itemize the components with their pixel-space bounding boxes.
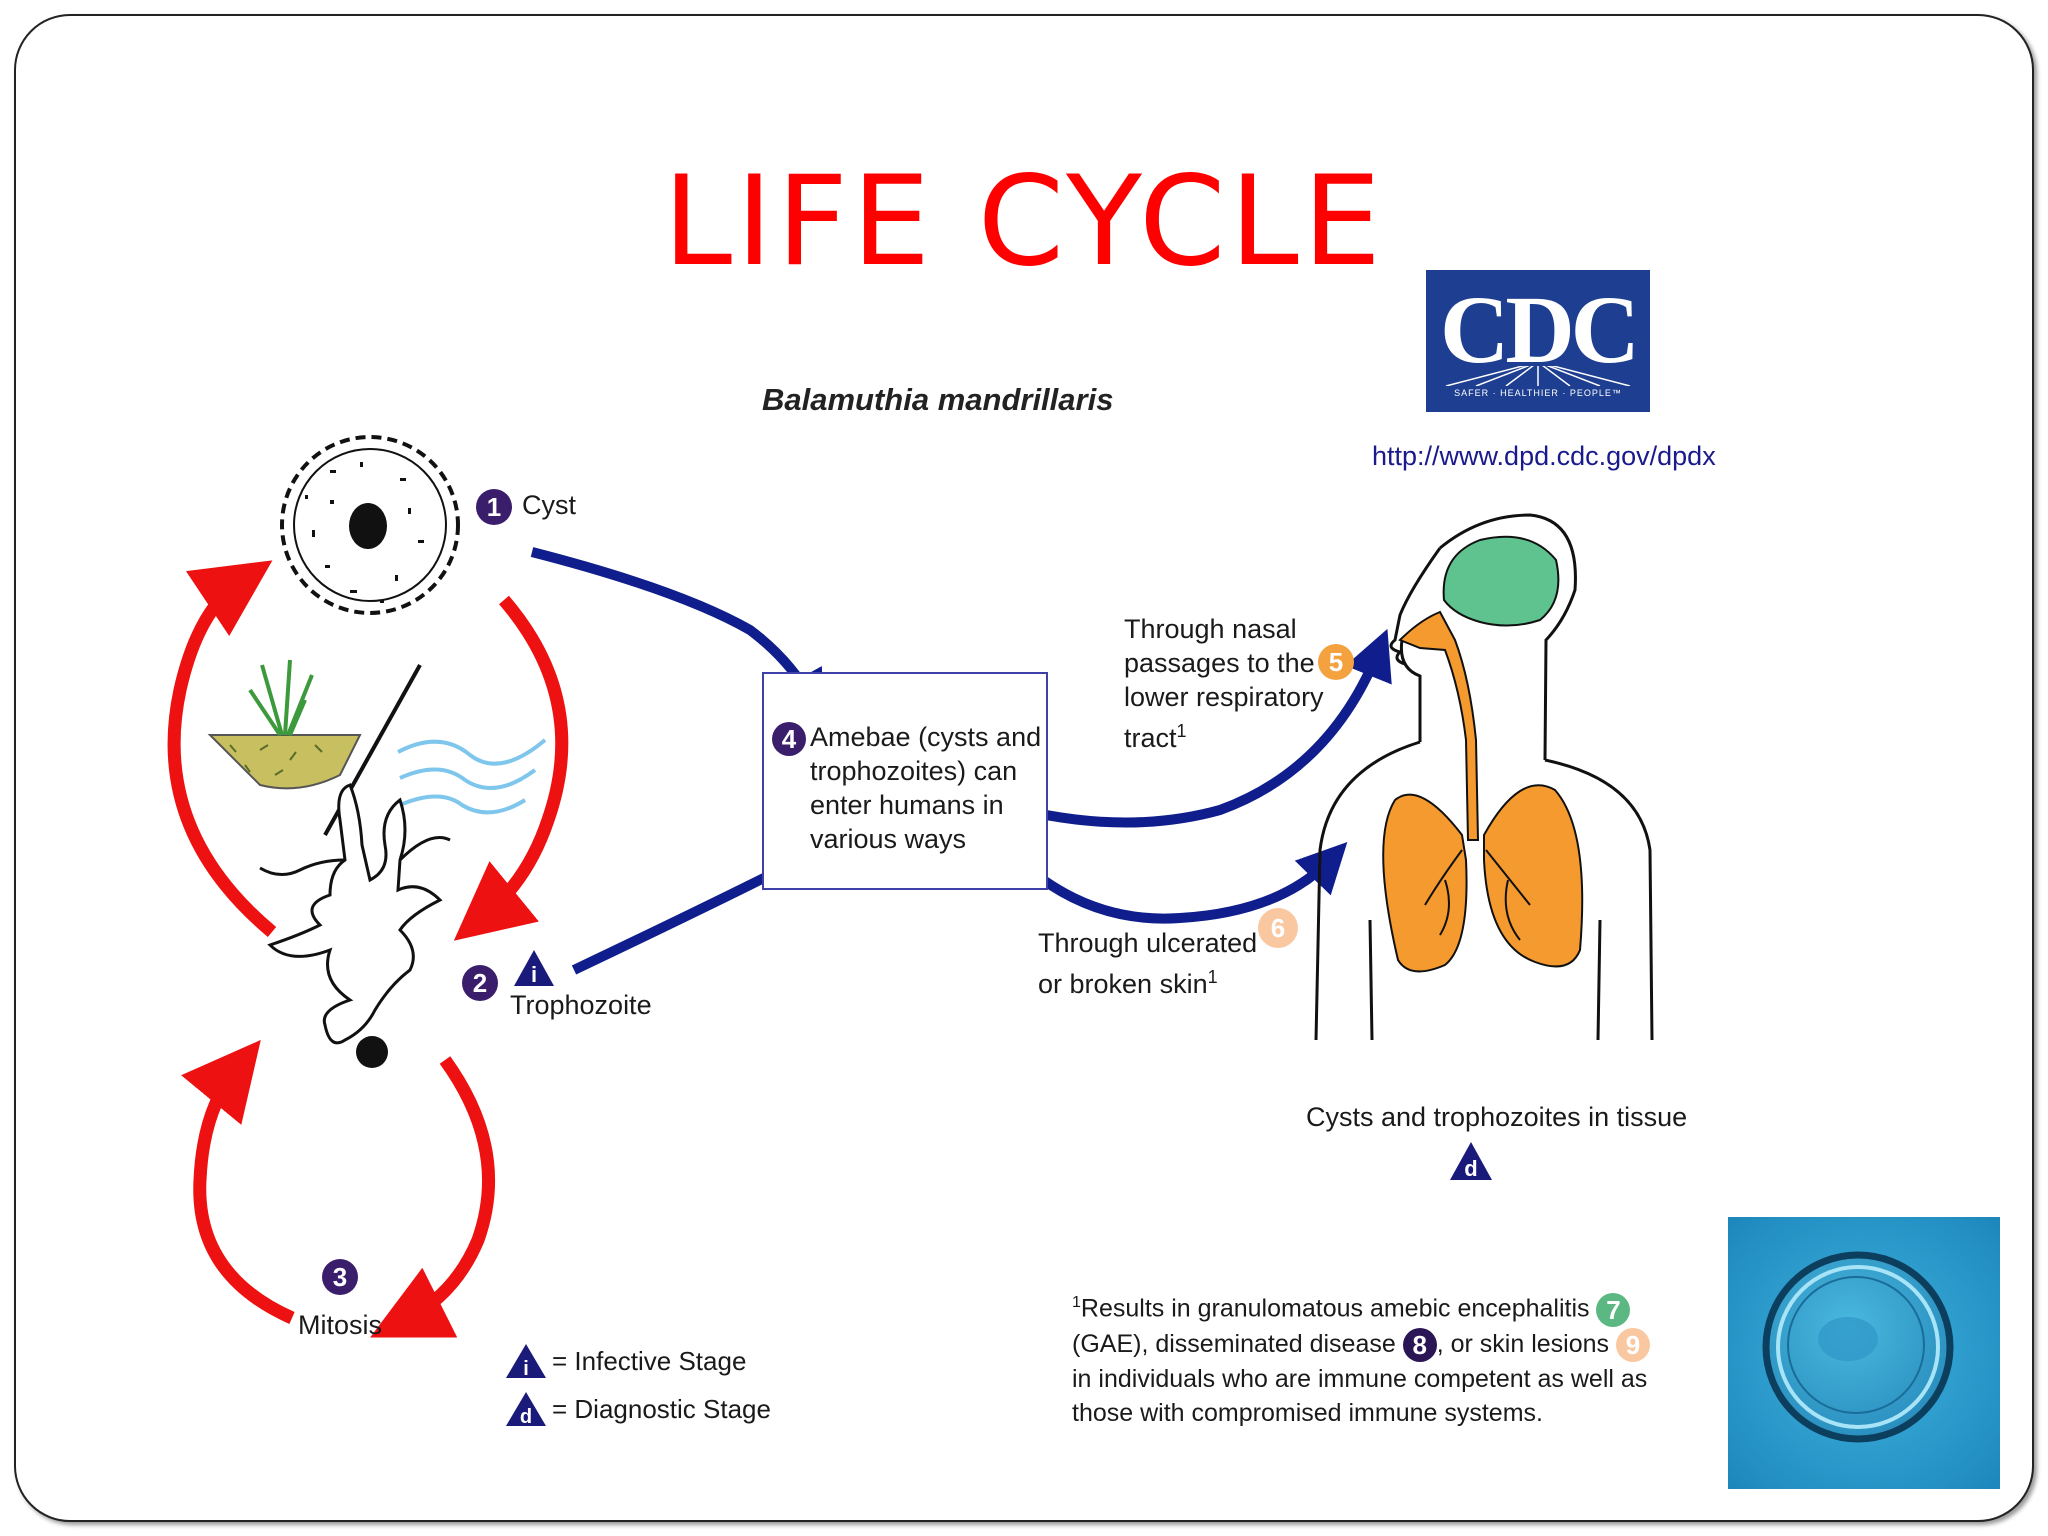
trophozoite-illustration bbox=[259, 783, 451, 1068]
infective-marker-2: i bbox=[514, 950, 554, 987]
right-lung bbox=[1483, 784, 1584, 968]
stage-5-line-4: tract1 bbox=[1124, 721, 1187, 753]
label-trophozoite: Trophozoite bbox=[510, 990, 652, 1020]
tissue-label: Cysts and trophozoites in tissue bbox=[1306, 1102, 1688, 1132]
slide-title: LIFE CYCLE bbox=[662, 150, 1386, 294]
cdc-logo: CDC SAFER · HEALTHIER · PEOPLE™ bbox=[1426, 270, 1650, 412]
badge-9: 9 bbox=[1615, 1328, 1650, 1363]
stage-4-line-2: trophozoites) can bbox=[810, 756, 1018, 786]
badge-7: 7 bbox=[1596, 1292, 1631, 1327]
svg-text:d: d bbox=[1464, 1156, 1477, 1181]
cyst-micrograph bbox=[1728, 1217, 2000, 1489]
badge-5: 5 bbox=[1318, 644, 1354, 680]
stage-6-line-1: Through ulcerated bbox=[1038, 928, 1258, 958]
footnote-line-1: 1Results in granulomatous amebic encepha… bbox=[1072, 1286, 1752, 1327]
svg-text:d: d bbox=[520, 1406, 532, 1428]
soil-illustration bbox=[207, 659, 362, 790]
badge-6: 6 bbox=[1258, 908, 1298, 948]
footnote-line-4: those with compromised immune systems. bbox=[1072, 1399, 1543, 1428]
badge-3: 3 bbox=[322, 1259, 358, 1295]
footnote-line-3: in individuals who are immune competent … bbox=[1072, 1365, 1648, 1394]
label-cyst: Cyst bbox=[522, 490, 576, 520]
cyst-illustration bbox=[280, 435, 460, 615]
svg-text:i: i bbox=[531, 962, 537, 987]
water-illustration bbox=[397, 738, 547, 815]
cdc-logo-rays bbox=[1445, 366, 1631, 386]
cyst-micrograph-image bbox=[1728, 1217, 2000, 1489]
species-name: Balamuthia mandrillaris bbox=[762, 382, 1114, 417]
stage-5-line-3: lower respiratory bbox=[1124, 682, 1324, 712]
footnote-line-2: (GAE), disseminated disease 8, or skin l… bbox=[1072, 1327, 1752, 1363]
label-mitosis: Mitosis bbox=[298, 1310, 383, 1340]
cycle-arrows bbox=[167, 560, 569, 1338]
cdc-logo-tagline: SAFER · HEALTHIER · PEOPLE™ bbox=[1454, 388, 1622, 398]
stage-5-line-1: Through nasal bbox=[1124, 614, 1297, 644]
human-figure bbox=[1314, 513, 1654, 1041]
stage-4-line-4: various ways bbox=[810, 824, 967, 854]
badge-8: 8 bbox=[1402, 1328, 1437, 1363]
stage-4-line-1: Amebae (cysts and bbox=[810, 722, 1042, 752]
badge-4: 4 bbox=[772, 722, 806, 756]
brain bbox=[1442, 535, 1560, 627]
badge-1: 1 bbox=[476, 489, 512, 525]
svg-text:i: i bbox=[523, 1358, 529, 1380]
legend-diagnostic-marker: d bbox=[506, 1392, 546, 1428]
stage-4-box bbox=[762, 672, 1048, 890]
cdc-logo-text: CDC bbox=[1440, 276, 1640, 383]
stage-4-line-3: enter humans in bbox=[810, 790, 1004, 820]
badge-2: 2 bbox=[462, 965, 498, 1001]
airway bbox=[1398, 610, 1480, 841]
stage-6-line-2: or broken skin1 bbox=[1038, 967, 1218, 999]
source-url: http://www.dpd.cdc.gov/dpdx bbox=[1372, 441, 1716, 471]
legend-infective: = Infective Stage bbox=[552, 1346, 747, 1376]
legend-diagnostic: = Diagnostic Stage bbox=[552, 1394, 771, 1424]
footnote: 1Results in granulomatous amebic encepha… bbox=[1072, 1286, 1752, 1430]
diagnostic-marker-tissue: d bbox=[1450, 1142, 1492, 1181]
legend-infective-marker: i bbox=[506, 1344, 546, 1380]
stage-5-line-2: passages to the bbox=[1124, 648, 1315, 678]
left-lung bbox=[1382, 793, 1468, 973]
